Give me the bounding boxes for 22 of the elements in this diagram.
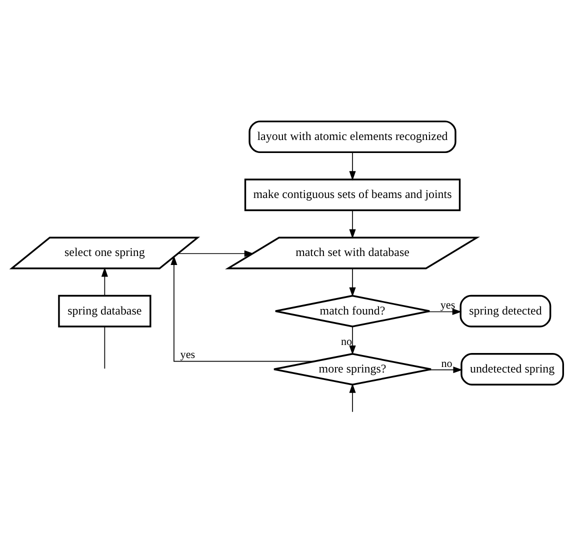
node-box: layout with atomic elements recognized	[248, 120, 456, 153]
arrow	[426, 308, 462, 315]
arrow	[349, 268, 356, 296]
edge-label: yes	[440, 299, 456, 312]
arrow	[178, 250, 254, 256]
node-box: make contiguous sets of beams and joints	[244, 178, 461, 211]
edge-label: yes	[180, 348, 196, 361]
arrow	[101, 266, 108, 296]
node-box: spring database	[58, 294, 152, 327]
connector	[104, 326, 106, 369]
arrow	[349, 151, 356, 180]
arrow	[170, 255, 315, 362]
node-diamond: more springs?	[273, 352, 432, 385]
node-diamond: match found?	[274, 294, 430, 327]
node-box: spring detected	[460, 294, 552, 327]
arrow	[349, 382, 356, 412]
edge-label: no	[340, 336, 352, 348]
arrow	[349, 210, 356, 238]
node-box: undetected spring	[460, 352, 564, 385]
arrow	[349, 326, 356, 354]
arrow	[428, 366, 463, 373]
edge-label: no	[441, 357, 452, 370]
